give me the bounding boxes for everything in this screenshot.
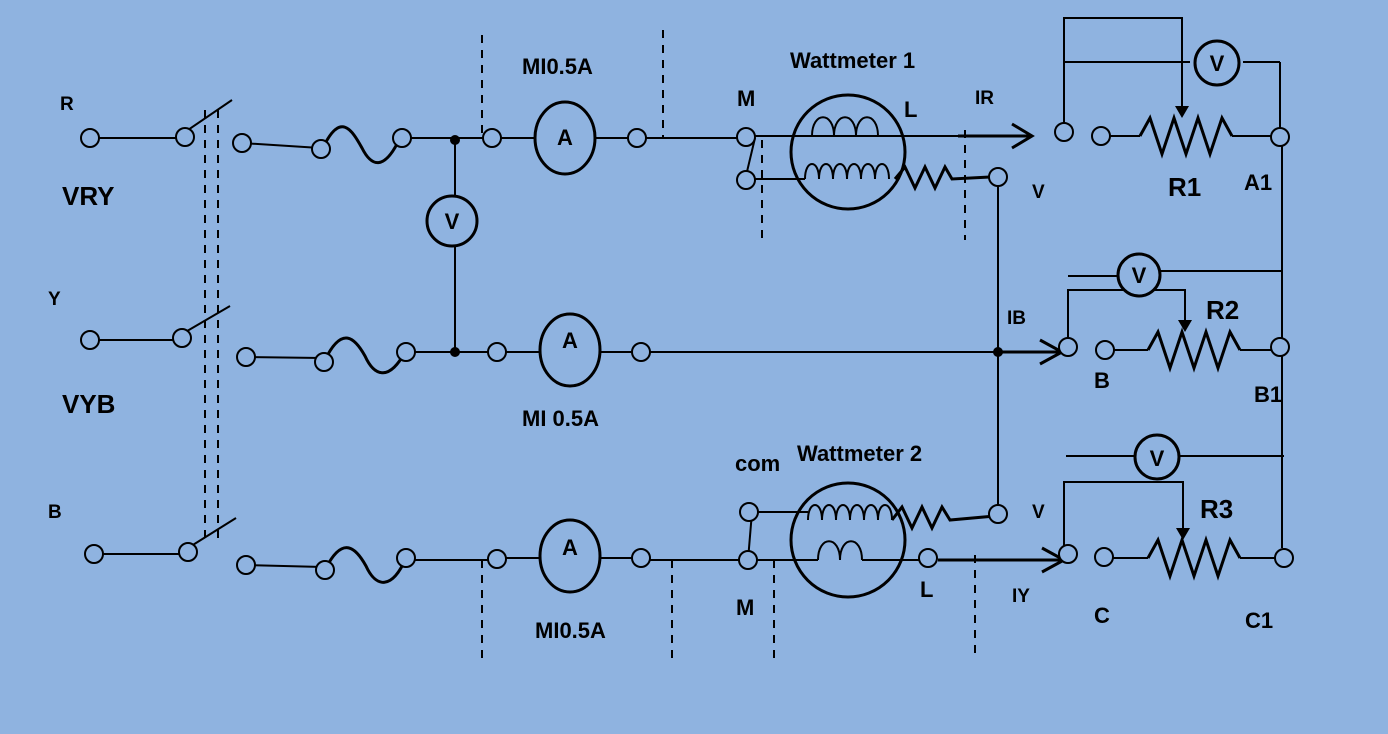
label-r2: R2 bbox=[1206, 295, 1239, 325]
rheostat-r1: V bbox=[1063, 17, 1281, 159]
label-l-top: L bbox=[904, 97, 917, 122]
wattmeter-2 bbox=[747, 481, 1068, 599]
fuse-b bbox=[324, 546, 408, 584]
svg-text:V: V bbox=[1132, 263, 1147, 288]
label-vry: VRY bbox=[62, 181, 115, 211]
switch-to-fuse-wires bbox=[241, 142, 324, 568]
svg-text:A: A bbox=[562, 535, 578, 560]
label-y: Y bbox=[48, 289, 61, 310]
triple-pole-switch bbox=[181, 99, 237, 549]
label-mi-mid: MI 0.5A bbox=[522, 406, 599, 431]
label-b: B bbox=[48, 502, 62, 523]
rheostat-r3: V bbox=[1063, 433, 1284, 581]
label-r3: R3 bbox=[1200, 494, 1233, 524]
label-r: R bbox=[60, 94, 74, 115]
label-ib: IB bbox=[1007, 308, 1026, 329]
voltmeter-vry: V bbox=[425, 194, 479, 248]
label-mi-bot: MI0.5A bbox=[535, 618, 606, 643]
label-c-load: C bbox=[1094, 603, 1110, 628]
svg-text:V: V bbox=[445, 209, 460, 234]
wattmeter-1 bbox=[744, 93, 1035, 211]
terminals bbox=[80, 122, 1294, 580]
ammeter-y: A bbox=[505, 312, 632, 388]
label-com: com bbox=[735, 451, 780, 476]
label-wattmeter-2: Wattmeter 2 bbox=[797, 441, 922, 466]
label-m-bot: M bbox=[736, 595, 754, 620]
svg-text:V: V bbox=[1210, 51, 1225, 76]
svg-text:A: A bbox=[562, 328, 578, 353]
label-vyb: VYB bbox=[62, 389, 115, 419]
label-ir: IR bbox=[975, 88, 994, 109]
rheostat-r2: V bbox=[1067, 252, 1282, 373]
svg-text:V: V bbox=[1150, 446, 1165, 471]
label-m-top: M bbox=[737, 86, 755, 111]
label-b-load: B bbox=[1094, 368, 1110, 393]
label-c1: C1 bbox=[1245, 608, 1273, 633]
label-r1: R1 bbox=[1168, 172, 1201, 202]
label-v-bot: V bbox=[1032, 502, 1045, 523]
ammeter-b: A bbox=[505, 518, 632, 594]
label-b1: B1 bbox=[1254, 382, 1282, 407]
ammeter-r: A bbox=[500, 100, 628, 176]
svg-text:A: A bbox=[557, 125, 573, 150]
label-mi-top: MI0.5A bbox=[522, 54, 593, 79]
label-wattmeter-1: Wattmeter 1 bbox=[790, 48, 915, 73]
label-v-top: V bbox=[1032, 182, 1045, 203]
label-iy: IY bbox=[1012, 586, 1030, 607]
label-a1: A1 bbox=[1244, 170, 1272, 195]
fuse-r bbox=[320, 125, 402, 165]
labels: R Y B VRY VYB MI0.5A MI 0.5A MI0.5A Watt… bbox=[48, 48, 1282, 643]
fuse-y bbox=[323, 336, 407, 375]
label-l-bot: L bbox=[920, 577, 933, 602]
supply-lines bbox=[90, 137, 188, 555]
